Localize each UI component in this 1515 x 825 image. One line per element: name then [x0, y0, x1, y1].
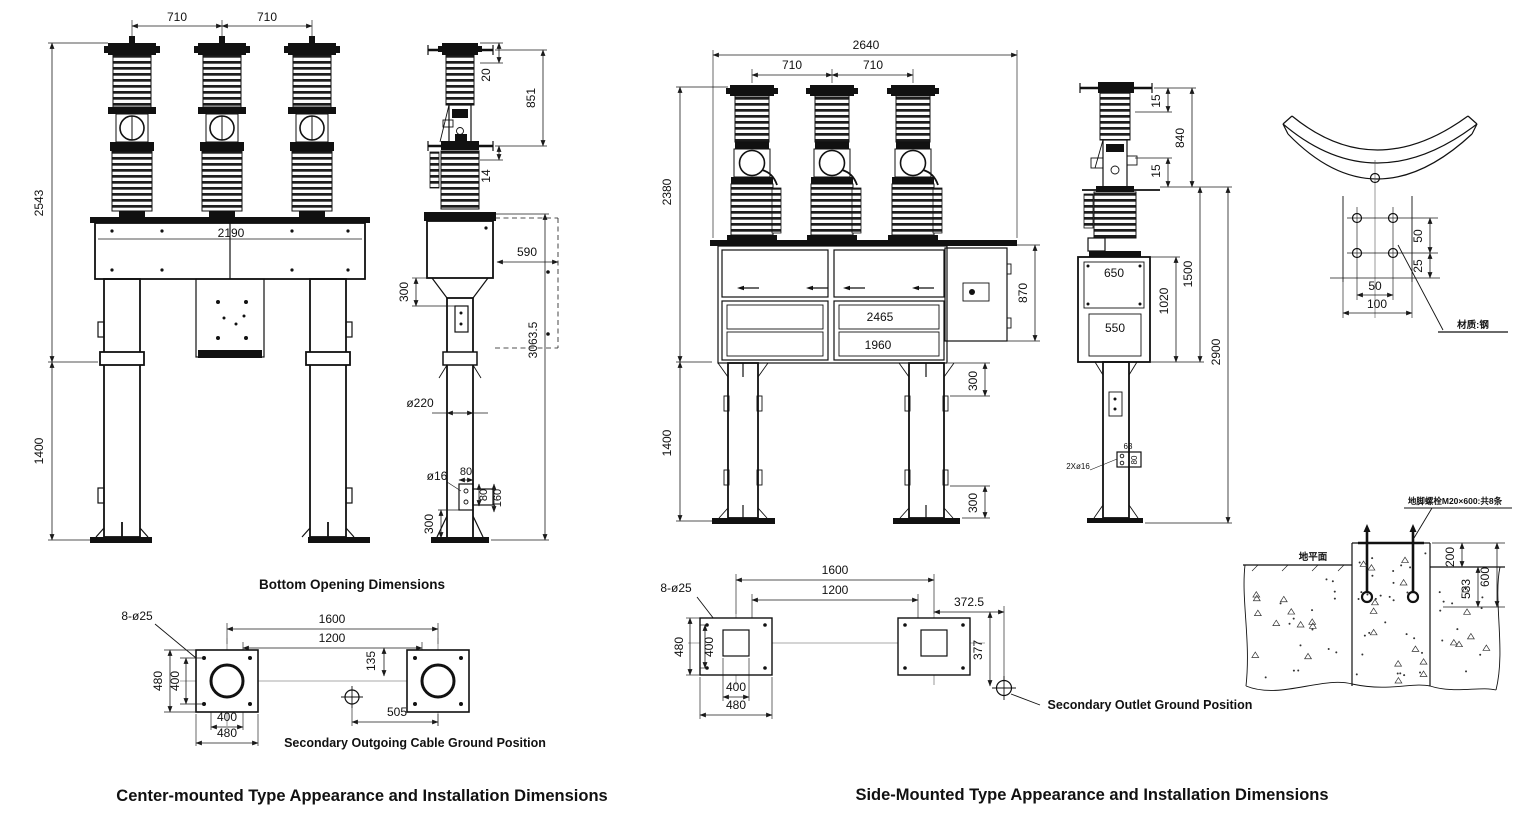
drawer-handles: [737, 285, 934, 291]
center-mounted-front-view: 710 710 2543 1400 2190: [32, 10, 370, 543]
dim-710-right: 710: [257, 10, 277, 24]
dim-160: 160: [492, 489, 504, 507]
dim-135: 135: [364, 651, 378, 671]
dim-300-lower: 300: [966, 493, 980, 513]
dim-1400-left: 1400: [32, 437, 46, 464]
outlet-ground-note: Secondary Outlet Ground Position: [1048, 698, 1253, 712]
dim-2465: 2465: [867, 310, 894, 324]
dim-590: 590: [517, 245, 537, 259]
dim-50-vertical: 50: [1411, 229, 1425, 243]
dim-710-left: 710: [167, 10, 187, 24]
dim-400-bottom-sm: 400: [726, 680, 746, 694]
dim-480-bottom: 480: [217, 726, 237, 740]
dim-o16: ø16: [427, 469, 448, 483]
dim-400-bottom: 400: [217, 710, 237, 724]
concrete-speckle-left: [1251, 578, 1338, 679]
dim-80-bracket: 80: [1130, 455, 1139, 464]
outgoing-cable-note: Secondary Outgoing Cable Ground Position: [284, 736, 546, 750]
dim-80-top: 80: [460, 466, 472, 478]
dim-200: 200: [1443, 547, 1457, 567]
foundation-detail: 地平面 地脚螺栓M20×600:共8条 200 533 600: [1243, 496, 1512, 691]
dim-870: 870: [1016, 283, 1030, 303]
plan-heading: Bottom Opening Dimensions: [259, 577, 445, 592]
dim-20: 20: [479, 68, 493, 82]
anchor-bolts: [1360, 524, 1420, 604]
dim-533: 533: [1459, 579, 1473, 599]
dim-2900: 2900: [1209, 338, 1223, 365]
dim-840: 840: [1173, 128, 1187, 148]
bracket-holes-label: 2Xø16: [1066, 462, 1090, 471]
dim-o220: ø220: [406, 396, 434, 410]
dim-15-top: 15: [1149, 94, 1163, 108]
dim-15-bottom: 15: [1149, 164, 1163, 178]
dim-1200-left: 1200: [319, 631, 346, 645]
dim-851: 851: [524, 88, 538, 108]
dim-480-bottom-sm: 480: [726, 698, 746, 712]
dim-377: 377: [971, 640, 985, 660]
side-mounted-side-view: 650 550 15 15 840 1020 1500 2900 2Xø16: [1066, 82, 1232, 524]
ground-level-label: 地平面: [1299, 551, 1328, 563]
dim-600: 600: [1478, 567, 1492, 587]
dim-50-horizontal: 50: [1368, 279, 1382, 293]
dim-25: 25: [1411, 259, 1425, 273]
dim-14: 14: [479, 169, 493, 183]
side-mounted-bottom-plan: 8-ø25 1600 1200 372.5 480 400 377: [660, 563, 1252, 719]
dim-550: 550: [1105, 321, 1125, 335]
pole-clamp-detail: 50 25 50 100 材质:钢: [1282, 115, 1508, 333]
dim-505: 505: [387, 705, 407, 719]
side-mounted-title: Side-Mounted Type Appearance and Install…: [855, 786, 1328, 804]
dim-2640: 2640: [853, 38, 880, 52]
anchor-bolt-note: 地脚螺栓M20×600:共8条: [1408, 496, 1503, 506]
dim-400-left-sm: 400: [702, 637, 716, 657]
dim-1600-left: 1600: [319, 612, 346, 626]
center-mounted-bottom-plan: Bottom Opening Dimensions 8-ø25 1600 120…: [121, 577, 546, 750]
dim-710-sm-right: 710: [863, 58, 883, 72]
dim-400-left: 400: [168, 671, 182, 691]
dim-650: 650: [1104, 266, 1124, 280]
dim-2380: 2380: [660, 178, 674, 205]
dim-63: 63: [1124, 442, 1133, 451]
concrete-speckle-pier: [1355, 552, 1428, 684]
center-mounted-side-view: 20 851 14 590 3063.5 300 ø: [397, 42, 559, 543]
center-mounted-title: Center-mounted Type Appearance and Insta…: [116, 787, 607, 805]
dim-1500: 1500: [1181, 260, 1195, 287]
dim-480-left: 480: [151, 671, 165, 691]
dim-1400-sm: 1400: [660, 429, 674, 456]
dim-480-left-sm: 480: [672, 637, 686, 657]
bolt-holes-label: 8-ø25: [121, 609, 153, 623]
dim-1960: 1960: [865, 338, 892, 352]
dim-300-bracket: 300: [422, 514, 436, 534]
dim-1600-right: 1600: [822, 563, 849, 577]
dim-2190: 2190: [218, 226, 245, 240]
dim-300-box: 300: [397, 282, 411, 302]
dim-1200-right: 1200: [822, 583, 849, 597]
dim-3063-5: 3063.5: [526, 321, 540, 358]
dim-710-sm-left: 710: [782, 58, 802, 72]
dim-1020: 1020: [1157, 287, 1171, 314]
concrete-speckle-right: [1438, 585, 1491, 673]
dim-2543: 2543: [32, 189, 46, 216]
dim-80-side: 80: [478, 489, 490, 501]
bolt-holes-label-sm: 8-ø25: [660, 581, 692, 595]
dim-300-upper: 300: [966, 371, 980, 391]
dim-100: 100: [1367, 297, 1387, 311]
dim-372-5: 372.5: [954, 595, 984, 609]
side-mounted-front-view: 2640 710 710 2380 1400 2465: [660, 38, 1040, 524]
material-note: 材质:钢: [1456, 319, 1489, 331]
